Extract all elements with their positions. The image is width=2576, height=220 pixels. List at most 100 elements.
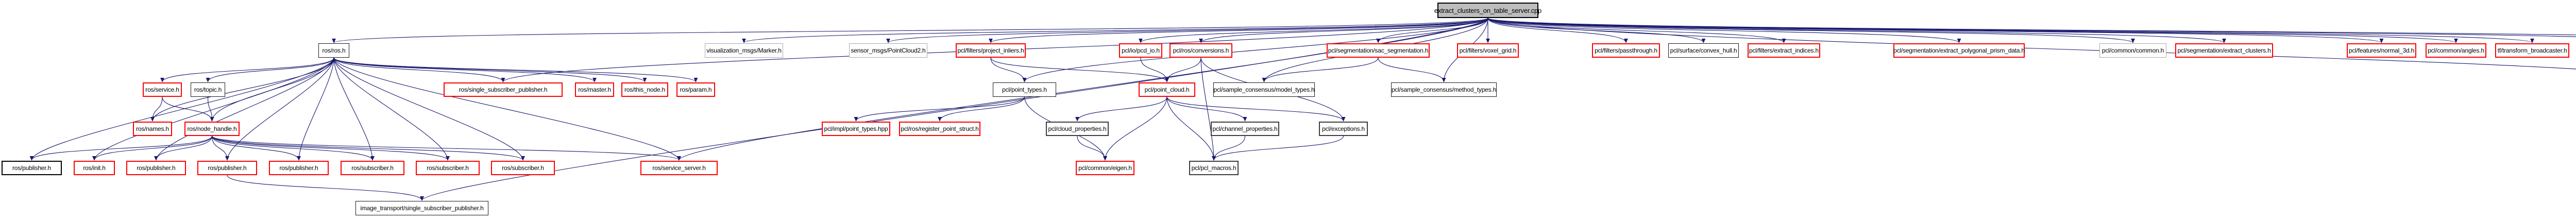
graph-node-visualization-msgs-marker-h: visualization_msgs/Marker.h [705, 43, 783, 58]
include-edge [1487, 18, 2576, 37]
include-edge [989, 18, 1488, 43]
include-edge [677, 18, 1488, 161]
graph-node-pcl-cloud-properties-h[interactable]: pcl/cloud_properties.h [1046, 122, 1109, 136]
include-edge [206, 57, 334, 82]
node-label: pcl/point_cloud.h [1144, 86, 1190, 93]
include-edge [154, 57, 334, 161]
graph-node-pcl-ros-conversions-h[interactable]: pcl/ros/conversions.h [1170, 43, 1232, 58]
node-label: pcl/ros/register_point_struct.h [901, 125, 979, 132]
graph-node-pcl-io-pcd-io-h[interactable]: pcl/io/pcd_io.h [1119, 43, 1162, 58]
node-label: pcl/io/pcd_io.h [1122, 47, 1160, 54]
graph-node-ros-subscriber-h[interactable]: ros/subscriber.h [341, 161, 404, 175]
graph-node-pcl-common-angles-h[interactable]: pcl/common/angles.h [2426, 43, 2486, 58]
node-label: pcl/ros/conversions.h [1173, 47, 1229, 54]
node-label: pcl/common/common.h [2102, 47, 2164, 54]
graph-node-ros-param-h[interactable]: ros/param.h [676, 82, 715, 97]
node-label: ros/master.h [578, 86, 611, 93]
graph-node-pcl-ros-register-point-struct-h[interactable]: pcl/ros/register_point_struct.h [899, 122, 980, 136]
graph-node-pcl-filters-passthrough-h[interactable]: pcl/filters/passthrough.h [1592, 43, 1660, 58]
include-edge [1166, 96, 1346, 122]
graph-node-pcl-filters-extract-indices-h[interactable]: pcl/filters/extract_indices.h [1748, 43, 1820, 58]
include-edge [211, 136, 229, 161]
include-edge [854, 96, 1025, 122]
graph-node-tf-transform-broadcaster-h[interactable]: tf/transform_broadcaster.h [2495, 43, 2569, 58]
graph-node-pcl-filters-project-inliers-h[interactable]: pcl/filters/project_inliers.h [956, 43, 1026, 58]
graph-node-pcl-common-eigen-h[interactable]: pcl/common/eigen.h [1076, 161, 1134, 175]
graph-node-pcl-filters-voxel-grid-h[interactable]: pcl/filters/voxel_grid.h [1457, 43, 1519, 58]
node-label: pcl/point_types.h [1002, 86, 1047, 93]
node-label: pcl/sample_consensus/model_types.h [1213, 86, 1315, 93]
graph-node-pcl-exceptions-h[interactable]: pcl/exceptions.h [1319, 122, 1368, 136]
graph-node-ros-subscriber-h[interactable]: ros/subscriber.h [491, 161, 555, 175]
node-label: pcl/sample_consensus/method_types.h [1391, 86, 1497, 93]
node-label: ros/this_node.h [624, 86, 666, 93]
graph-node-pcl-point-cloud-h[interactable]: pcl/point_cloud.h [1139, 82, 1195, 97]
graph-node-pcl-pcl-macros-h[interactable]: pcl/pcl_macros.h [1189, 161, 1239, 175]
include-edge [1487, 18, 1961, 43]
graph-node-pcl-impl-point-types-hpp[interactable]: pcl/impl/point_types.hpp [822, 122, 890, 136]
graph-node-ros-publisher-h[interactable]: ros/publisher.h [269, 161, 329, 175]
node-label: extract_clusters_on_table_server.cpp [1434, 6, 1542, 14]
graph-node-pcl-common-common-h: pcl/common/common.h [2099, 43, 2166, 58]
root-node-extract-clusters-on-table-server-cpp: extract_clusters_on_table_server.cpp [1434, 3, 1541, 18]
graph-node-ros-node-handle-h[interactable]: ros/node_handle.h [184, 122, 240, 136]
include-edge [333, 57, 647, 82]
graph-node-pcl-features-normal-3d-h[interactable]: pcl/features/normal_3d.h [2347, 43, 2416, 58]
node-label: pcl/filters/voxel_grid.h [1459, 47, 1517, 54]
graph-node-ros-publisher-h[interactable]: ros/publisher.h [197, 161, 257, 175]
node-label: ros/init.h [83, 164, 106, 172]
include-edge [938, 96, 1025, 122]
graph-node-pcl-point-types-h[interactable]: pcl/point_types.h [993, 82, 1056, 97]
graph-node-ros-single-subscriber-publisher-h[interactable]: ros/single_subscriber_publisher.h [444, 82, 563, 97]
include-edge [1212, 136, 1246, 161]
graph-node-ros-service-h[interactable]: ros/service.h [143, 82, 182, 97]
node-label: pcl/filters/project_inliers.h [957, 47, 1024, 54]
include-edge [990, 57, 1027, 82]
graph-node-pcl-segmentation-extract-polygonal-prism-data-h[interactable]: pcl/segmentation/extract_polygonal_prism… [1893, 43, 2025, 58]
include-edge [162, 96, 214, 122]
graph-node-pcl-sample-consensus-method-types-h[interactable]: pcl/sample_consensus/method_types.h [1391, 82, 1497, 97]
node-label: image_transport/single_subscriber_publis… [360, 205, 484, 212]
node-label: ros/ros.h [322, 47, 346, 54]
include-edge [333, 57, 505, 82]
graph-node-ros-topic-h[interactable]: ros/topic.h [191, 82, 225, 97]
node-label: ros/names.h [136, 125, 169, 132]
include-edge [1487, 18, 2135, 43]
include-edge [333, 57, 525, 161]
include-edge [1378, 57, 1446, 82]
include-edge [211, 136, 301, 161]
graph-node-ros-init-h[interactable]: ros/init.h [74, 161, 115, 175]
include-edge [1487, 18, 1786, 43]
graph-node-ros-service-server-h[interactable]: ros/service_server.h [640, 161, 718, 175]
include-edge [1166, 96, 1216, 161]
include-edge [211, 136, 525, 161]
node-label: ros/subscriber.h [427, 164, 469, 172]
graph-node-ros-master-h[interactable]: ros/master.h [575, 82, 614, 97]
include-edge [420, 18, 1488, 201]
include-edge [29, 57, 334, 161]
node-label: pcl/common/eigen.h [1078, 164, 1132, 172]
graph-node-ros-publisher-h[interactable]: ros/publisher.h [2, 161, 62, 175]
node-label: pcl/common/angles.h [2428, 47, 2484, 54]
graph-node-image-transport-single-subscriber-publisher-h[interactable]: image_transport/single_subscriber_publis… [355, 201, 488, 215]
graph-node-pcl-sample-consensus-model-types-h[interactable]: pcl/sample_consensus/model_types.h [1213, 82, 1315, 97]
graph-node-pcl-surface-convex-hull-h[interactable]: pcl/surface/convex_hull.h [1668, 43, 1739, 58]
node-label: ros/service.h [145, 86, 179, 93]
node-label: sensor_msgs/PointCloud2.h [851, 47, 926, 54]
graph-node-pcl-segmentation-extract-clusters-h[interactable]: pcl/segmentation/extract_clusters.h [2175, 43, 2273, 58]
include-edge [211, 136, 450, 161]
include-edge [1487, 18, 1628, 43]
graph-node-pcl-channel-properties-h[interactable]: pcl/channel_properties.h [1211, 122, 1279, 136]
include-edge [1165, 57, 1201, 82]
graph-node-ros-subscriber-h[interactable]: ros/subscriber.h [416, 161, 480, 175]
node-label: pcl/channel_properties.h [1212, 125, 1278, 132]
graph-node-ros-ros-h[interactable]: ros/ros.h [318, 43, 349, 58]
include-edge [225, 57, 334, 161]
graph-node-ros-names-h[interactable]: ros/names.h [133, 122, 172, 136]
graph-node-ros-publisher-h[interactable]: ros/publisher.h [126, 161, 186, 175]
graph-node-ros-this-node-h[interactable]: ros/this_node.h [621, 82, 668, 97]
include-edge [29, 136, 213, 161]
graph-node-pcl-segmentation-sac-segmentation-h[interactable]: pcl/segmentation/sac_segmentation.h [1327, 43, 1430, 58]
node-label: ros/publisher.h [12, 164, 52, 172]
